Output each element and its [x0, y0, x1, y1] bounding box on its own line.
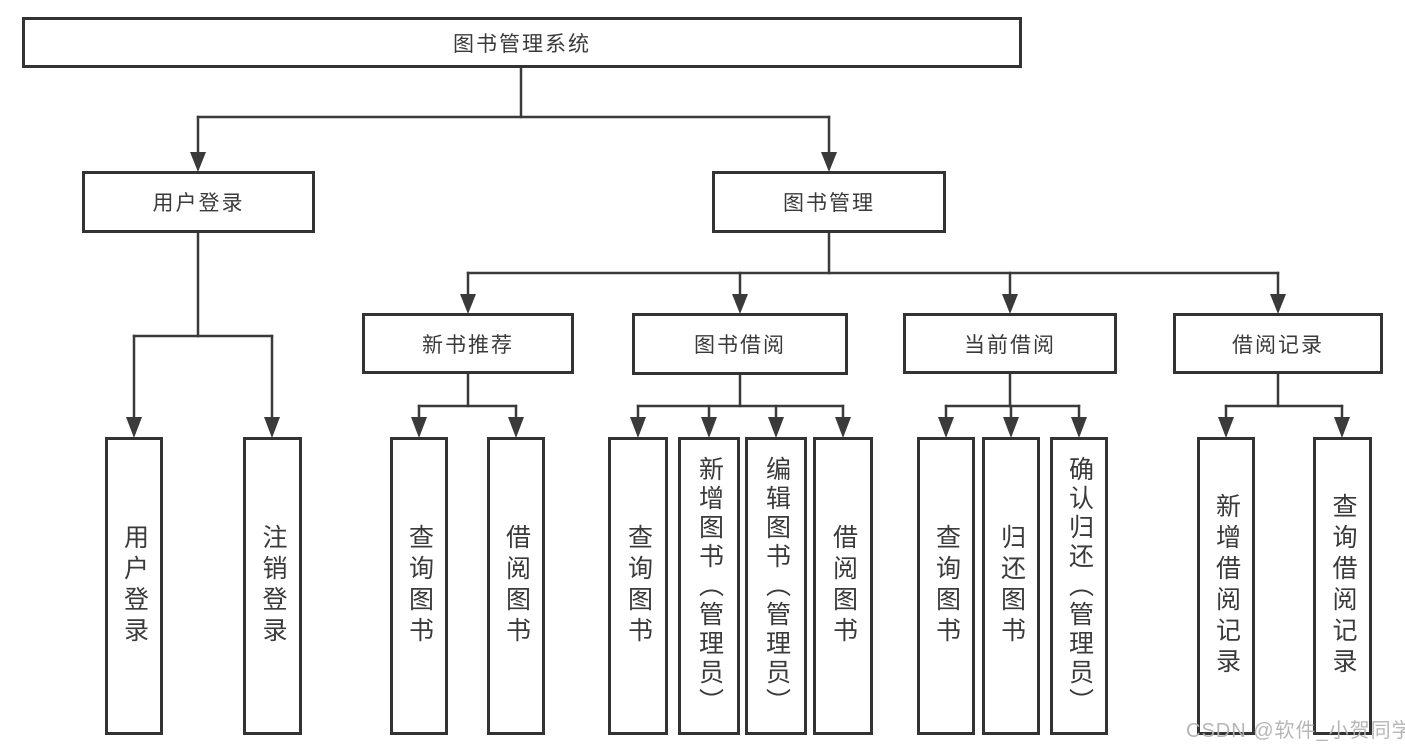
leaf-label: 编辑图书（管理员）	[762, 455, 791, 717]
leaf-add-borrow-record: 新增借阅记录	[1197, 437, 1255, 735]
leaf-logout: 注销登录	[243, 437, 302, 735]
leaf-return-book: 归还图书	[982, 437, 1040, 735]
node-user-login: 用户登录	[82, 171, 315, 233]
leaf-add-book-admin: 新增图书（管理员）	[678, 437, 740, 735]
node-book-management: 图书管理	[712, 171, 946, 233]
leaf-label: 查询图书	[624, 524, 653, 648]
leaf-query-book-borrow: 查询图书	[608, 437, 668, 735]
leaf-label: 查询图书	[405, 524, 434, 648]
leaf-label: 查询借阅记录	[1329, 493, 1357, 679]
leaf-edit-book-admin: 编辑图书（管理员）	[745, 437, 807, 735]
leaf-user-login: 用户登录	[105, 437, 163, 735]
leaf-borrow-book: 借阅图书	[813, 437, 873, 735]
leaf-label: 借阅图书	[829, 524, 858, 648]
leaf-label: 新增图书（管理员）	[695, 455, 724, 717]
leaf-label: 新增借阅记录	[1212, 493, 1241, 679]
leaf-query-book-recommend: 查询图书	[390, 437, 448, 735]
leaf-confirm-return-admin: 确认归还（管理员）	[1050, 437, 1108, 735]
node-new-book-recommend: 新书推荐	[362, 313, 574, 374]
csdn-watermark: CSDN @软件_小贺同学	[1186, 720, 1405, 742]
leaf-label: 归还图书	[997, 524, 1026, 648]
node-book-borrow: 图书借阅	[632, 313, 848, 375]
leaf-query-borrow-record: 查询借阅记录	[1313, 437, 1372, 735]
node-borrow-record: 借阅记录	[1173, 313, 1383, 374]
leaf-label: 借阅图书	[502, 524, 531, 648]
leaf-query-book-current: 查询图书	[917, 437, 975, 735]
leaf-label: 用户登录	[120, 524, 149, 648]
node-root: 图书管理系统	[22, 17, 1022, 68]
leaf-label: 确认归还（管理员）	[1065, 455, 1094, 717]
leaf-label: 查询图书	[932, 524, 961, 648]
leaf-label: 注销登录	[259, 524, 287, 648]
leaf-borrow-book-recommend: 借阅图书	[487, 437, 545, 735]
node-current-borrow: 当前借阅	[903, 313, 1117, 374]
